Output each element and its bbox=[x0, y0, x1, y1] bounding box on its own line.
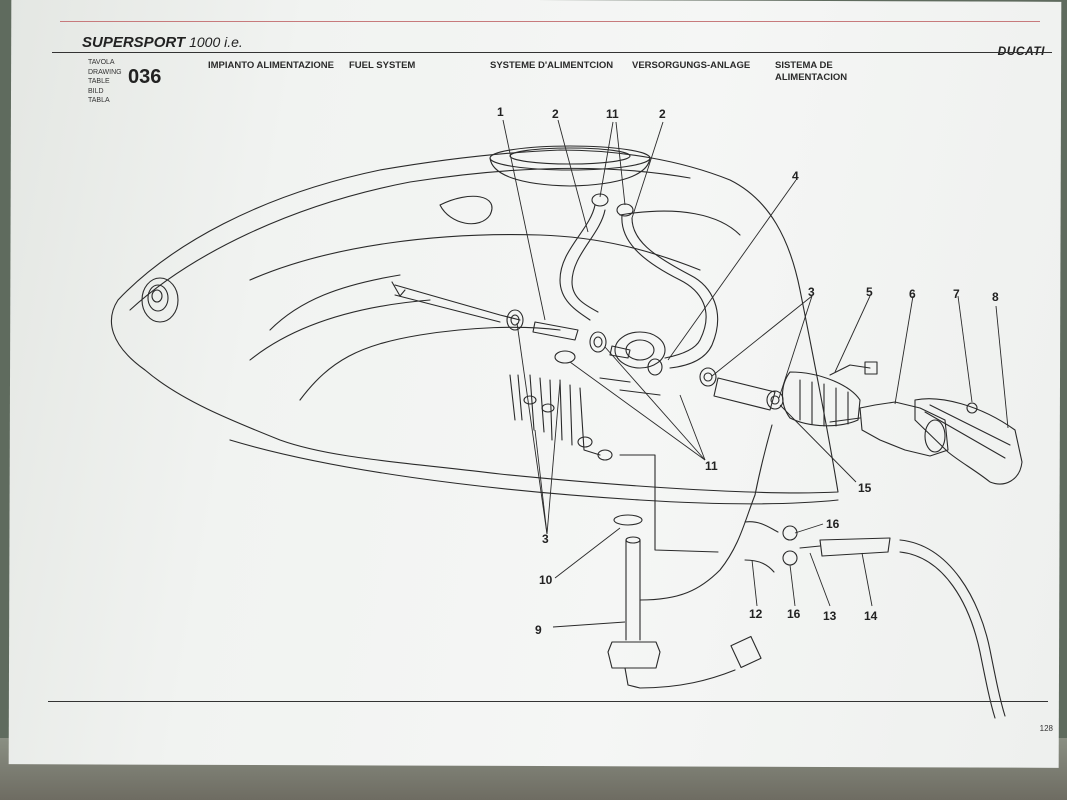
pump-sleeve bbox=[914, 398, 1023, 485]
callout-15: 15 bbox=[858, 481, 872, 495]
title-german: VERSORGUNGS-ANLAGE bbox=[632, 60, 751, 71]
callout-11: 11 bbox=[606, 107, 619, 121]
label-word: DRAWING bbox=[88, 68, 122, 76]
leader-lines bbox=[502, 119, 1009, 628]
callout-16: 16 bbox=[787, 607, 801, 621]
callout-7: 7 bbox=[953, 287, 960, 301]
tank-contour bbox=[439, 195, 493, 225]
callout-3: 3 bbox=[542, 532, 549, 546]
label-word: TABLA bbox=[88, 97, 110, 105]
internal-rod bbox=[394, 284, 521, 321]
fuel-hose bbox=[744, 521, 779, 533]
page-number: 128 bbox=[1039, 724, 1053, 733]
tank-contour bbox=[269, 274, 401, 331]
callout-5: 5 bbox=[866, 285, 873, 299]
callout-8: 8 bbox=[992, 290, 999, 304]
model-sub-text: 1000 i.e. bbox=[189, 34, 243, 50]
callout-9: 9 bbox=[535, 623, 542, 637]
pump-housing bbox=[781, 371, 861, 427]
tank-contour bbox=[299, 326, 561, 401]
table-number: 036 bbox=[128, 66, 162, 88]
callout-12: 12 bbox=[749, 607, 763, 621]
fuel-filter bbox=[713, 377, 776, 411]
tank-contour bbox=[249, 299, 431, 361]
tank-outline bbox=[110, 149, 839, 494]
label-word: BILD bbox=[88, 87, 104, 95]
callout-2: 2 bbox=[659, 107, 666, 121]
callout-3: 3 bbox=[808, 285, 815, 299]
model-name-text: SUPERSPORT bbox=[82, 34, 186, 51]
sender-wiring bbox=[639, 424, 773, 601]
fuel-level-sender bbox=[625, 539, 641, 641]
long-fuel-hose bbox=[899, 539, 1006, 717]
callout-2: 2 bbox=[552, 107, 559, 121]
callout-10: 10 bbox=[539, 573, 553, 587]
title-spanish: SISTEMA DE ALIMENTACION bbox=[775, 60, 848, 83]
seal-ring bbox=[966, 402, 978, 414]
header-divider bbox=[52, 52, 1052, 53]
callout-6: 6 bbox=[909, 287, 916, 301]
callout-4: 4 bbox=[792, 169, 799, 183]
title-french: SYSTEME D'ALIMENTCION bbox=[490, 60, 614, 71]
sender-washer bbox=[613, 514, 643, 526]
callout-1: 1 bbox=[497, 105, 504, 119]
header-rule bbox=[60, 21, 1040, 22]
fuel-hose bbox=[819, 537, 891, 557]
tank-contour bbox=[619, 210, 741, 236]
title-english: FUEL SYSTEM bbox=[349, 60, 416, 71]
breather-hose bbox=[559, 204, 596, 321]
tank-bottom-edge bbox=[229, 439, 839, 505]
vent-fitting bbox=[141, 277, 179, 323]
label-word: TAVOLA bbox=[88, 59, 115, 66]
callout-11: 11 bbox=[705, 459, 718, 473]
pump-mount bbox=[614, 331, 666, 369]
callout-14: 14 bbox=[864, 609, 878, 623]
callout-16: 16 bbox=[826, 517, 840, 531]
footer-divider bbox=[48, 701, 1048, 702]
breather-hose bbox=[621, 214, 707, 359]
table-label-stack: TAVOLA DRAWING TABLE BILD TABLA bbox=[88, 58, 122, 106]
brand-logo: DUCATI bbox=[997, 44, 1045, 58]
label-word: TABLE bbox=[88, 78, 110, 86]
callout-13: 13 bbox=[823, 609, 837, 623]
tank-contour bbox=[249, 234, 701, 281]
title-italian: IMPIANTO ALIMENTAZIONE bbox=[208, 60, 334, 71]
fuel-pump bbox=[859, 401, 949, 457]
